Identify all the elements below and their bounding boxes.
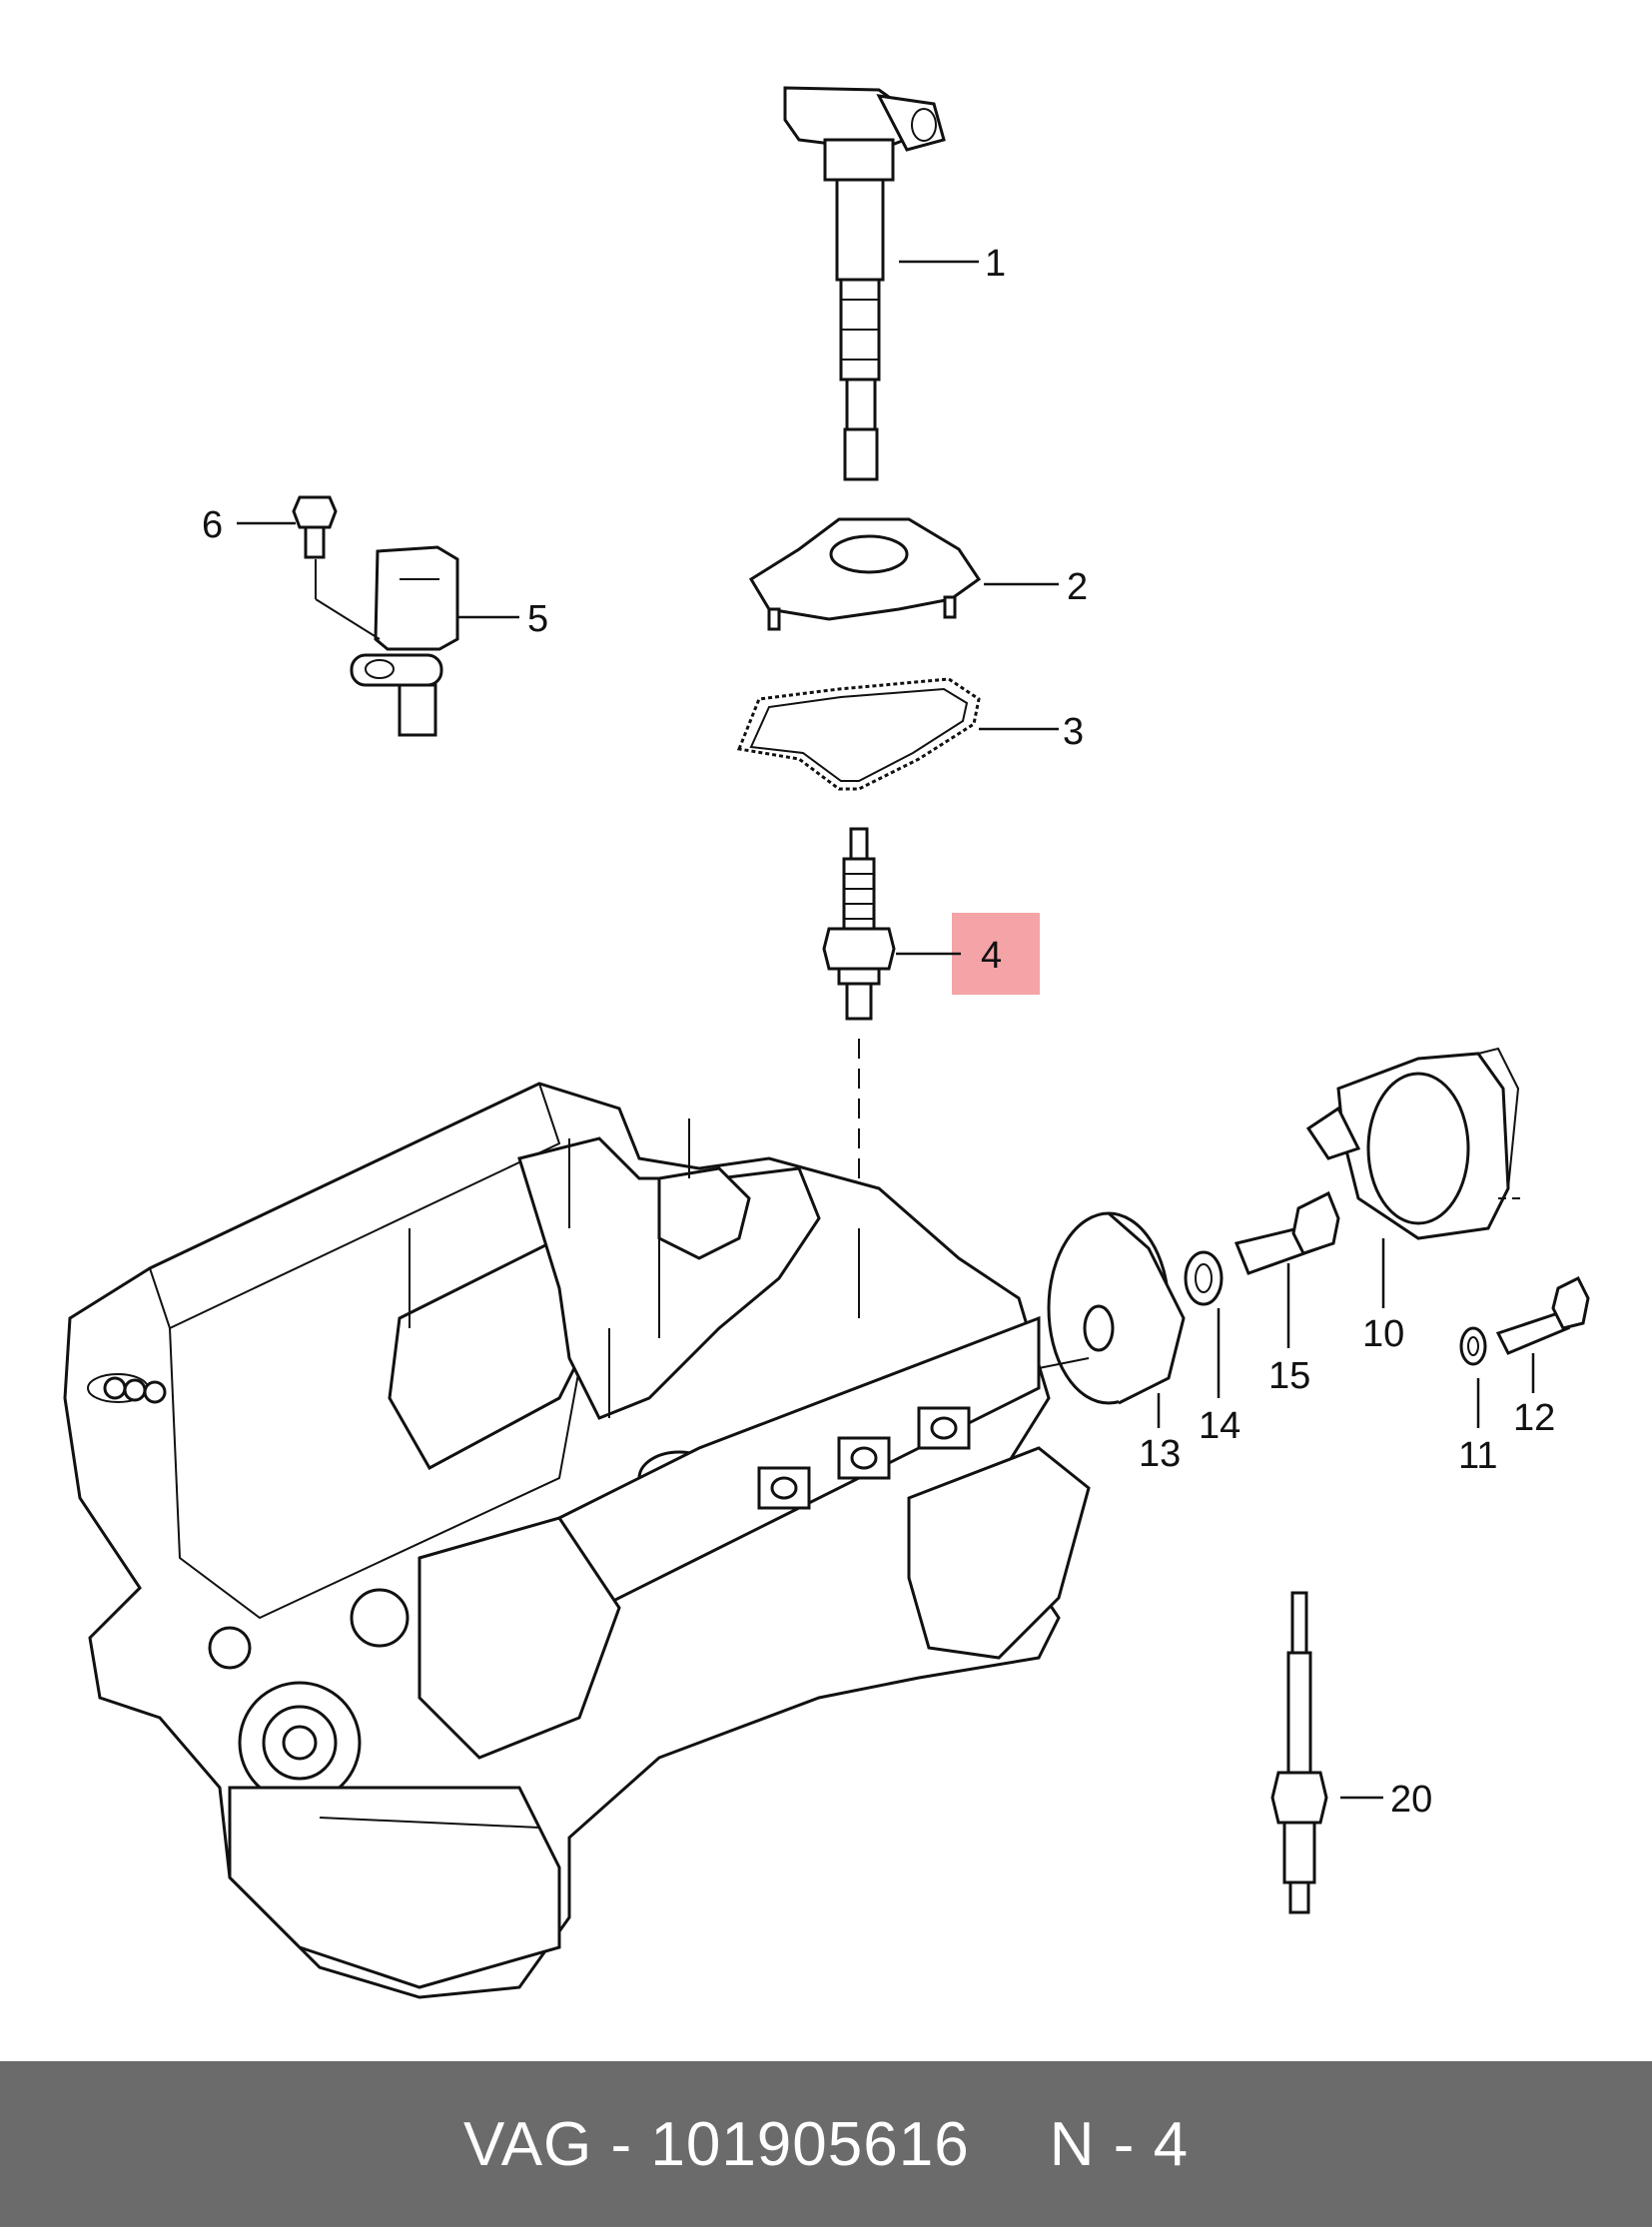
callout-6: 6 xyxy=(202,504,223,546)
part-reference-footer: VAG - 101905616 N - 4 xyxy=(0,2061,1652,2227)
position-label: N - 4 xyxy=(1049,2109,1190,2179)
callout-10: 10 xyxy=(1362,1313,1404,1355)
callout-11: 11 xyxy=(1458,1435,1497,1477)
callout-12: 12 xyxy=(1513,1397,1555,1439)
glow-plug-part xyxy=(1270,1591,1328,1914)
callout-20: 20 xyxy=(1390,1779,1432,1821)
spark-plug-part xyxy=(822,827,896,1198)
sensor-part xyxy=(350,545,459,737)
mounting-bolt-part xyxy=(292,495,381,640)
cover-ring-part xyxy=(1305,1047,1523,1240)
callout-15: 15 xyxy=(1268,1355,1310,1397)
pulley-bolt-part xyxy=(1234,1190,1340,1275)
callout-highlight-box xyxy=(952,913,1040,995)
callout-13: 13 xyxy=(1139,1433,1181,1475)
small-washer-part xyxy=(1459,1326,1487,1366)
part-number-label: VAG - 101905616 xyxy=(462,2109,970,2179)
bracket-plate-part xyxy=(748,517,982,631)
ignition-coil-part xyxy=(783,86,946,481)
exploded-parts-diagram: 1 2 3 4 5 6 10 11 12 13 14 15 20 xyxy=(63,86,1590,1999)
leader-lines xyxy=(237,260,1535,1800)
callout-2: 2 xyxy=(1067,566,1088,608)
small-bolt-part xyxy=(1495,1275,1590,1355)
washer-part xyxy=(1184,1250,1224,1306)
callout-14: 14 xyxy=(1199,1405,1240,1447)
callout-4: 4 xyxy=(981,935,1002,977)
callout-3: 3 xyxy=(1063,711,1084,753)
gasket-part xyxy=(736,677,981,791)
callout-1: 1 xyxy=(985,243,1006,285)
callout-5: 5 xyxy=(527,598,548,640)
engine-assembly xyxy=(63,1082,1091,1999)
pulley-part xyxy=(1038,1211,1186,1405)
